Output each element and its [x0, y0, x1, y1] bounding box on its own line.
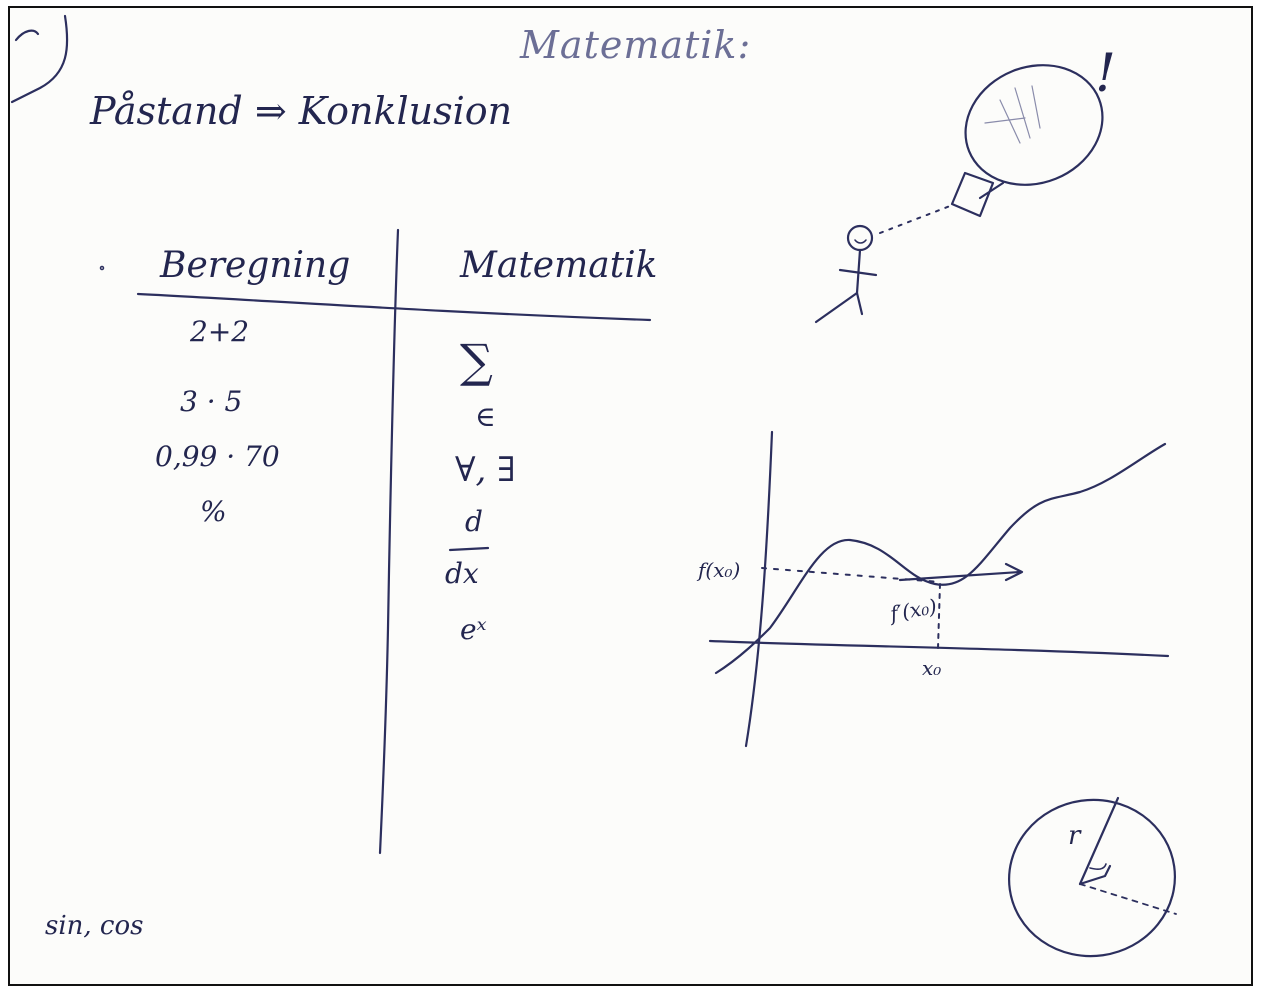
sin-cos-text: sin, cos	[45, 911, 144, 941]
corner-doodle	[14, 29, 40, 42]
exponential-symbol: eˣ	[460, 613, 487, 646]
column-header-matematik: Matematik	[460, 245, 658, 286]
tangent-arrowhead	[1004, 562, 1024, 582]
board-drawings	[10, 14, 1177, 958]
table-left-item: 2+2	[190, 315, 250, 348]
ink-dot	[99, 265, 105, 271]
sum-symbol: ∑	[460, 334, 493, 388]
corner-doodle-curve	[10, 14, 69, 104]
table-left-item: 3 · 5	[180, 385, 243, 418]
column-header-beregning: Beregning	[160, 245, 351, 286]
derivative-numerator: d	[465, 505, 483, 538]
function-curve	[714, 442, 1167, 675]
lightbulb-icon	[950, 64, 1104, 218]
fx0-label: f(x₀)	[698, 558, 741, 582]
element-of-symbol: ∈	[475, 400, 496, 433]
thought-dotted-line	[879, 205, 951, 234]
table-left-item: %	[200, 495, 227, 528]
circle-diagram-icon	[1007, 796, 1177, 958]
x0-label: x₀	[922, 656, 942, 680]
whiteboard: Matematik: Påstand ⇒ Konklusion Beregnin…	[8, 6, 1253, 986]
board-title: Matematik:	[520, 23, 752, 67]
quantifier-symbols: ∀, ∃	[455, 450, 516, 490]
x-axis	[708, 639, 1170, 658]
tangent-arrow	[898, 570, 1022, 582]
radius-label: r	[1068, 821, 1081, 851]
table-vertical-line	[378, 228, 400, 855]
y-axis	[744, 430, 774, 748]
stick-figure-icon	[814, 224, 878, 324]
exclamation-mark: !	[1095, 44, 1116, 104]
table-horizontal-line	[136, 292, 652, 322]
x0-dashed-line	[937, 583, 941, 649]
fraction-bar	[448, 546, 490, 552]
table-left-item: 0,99 · 70	[155, 440, 280, 473]
derivative-denominator: dx	[445, 557, 479, 590]
claim-conclusion-text: Påstand ⇒ Konklusion	[90, 89, 513, 133]
